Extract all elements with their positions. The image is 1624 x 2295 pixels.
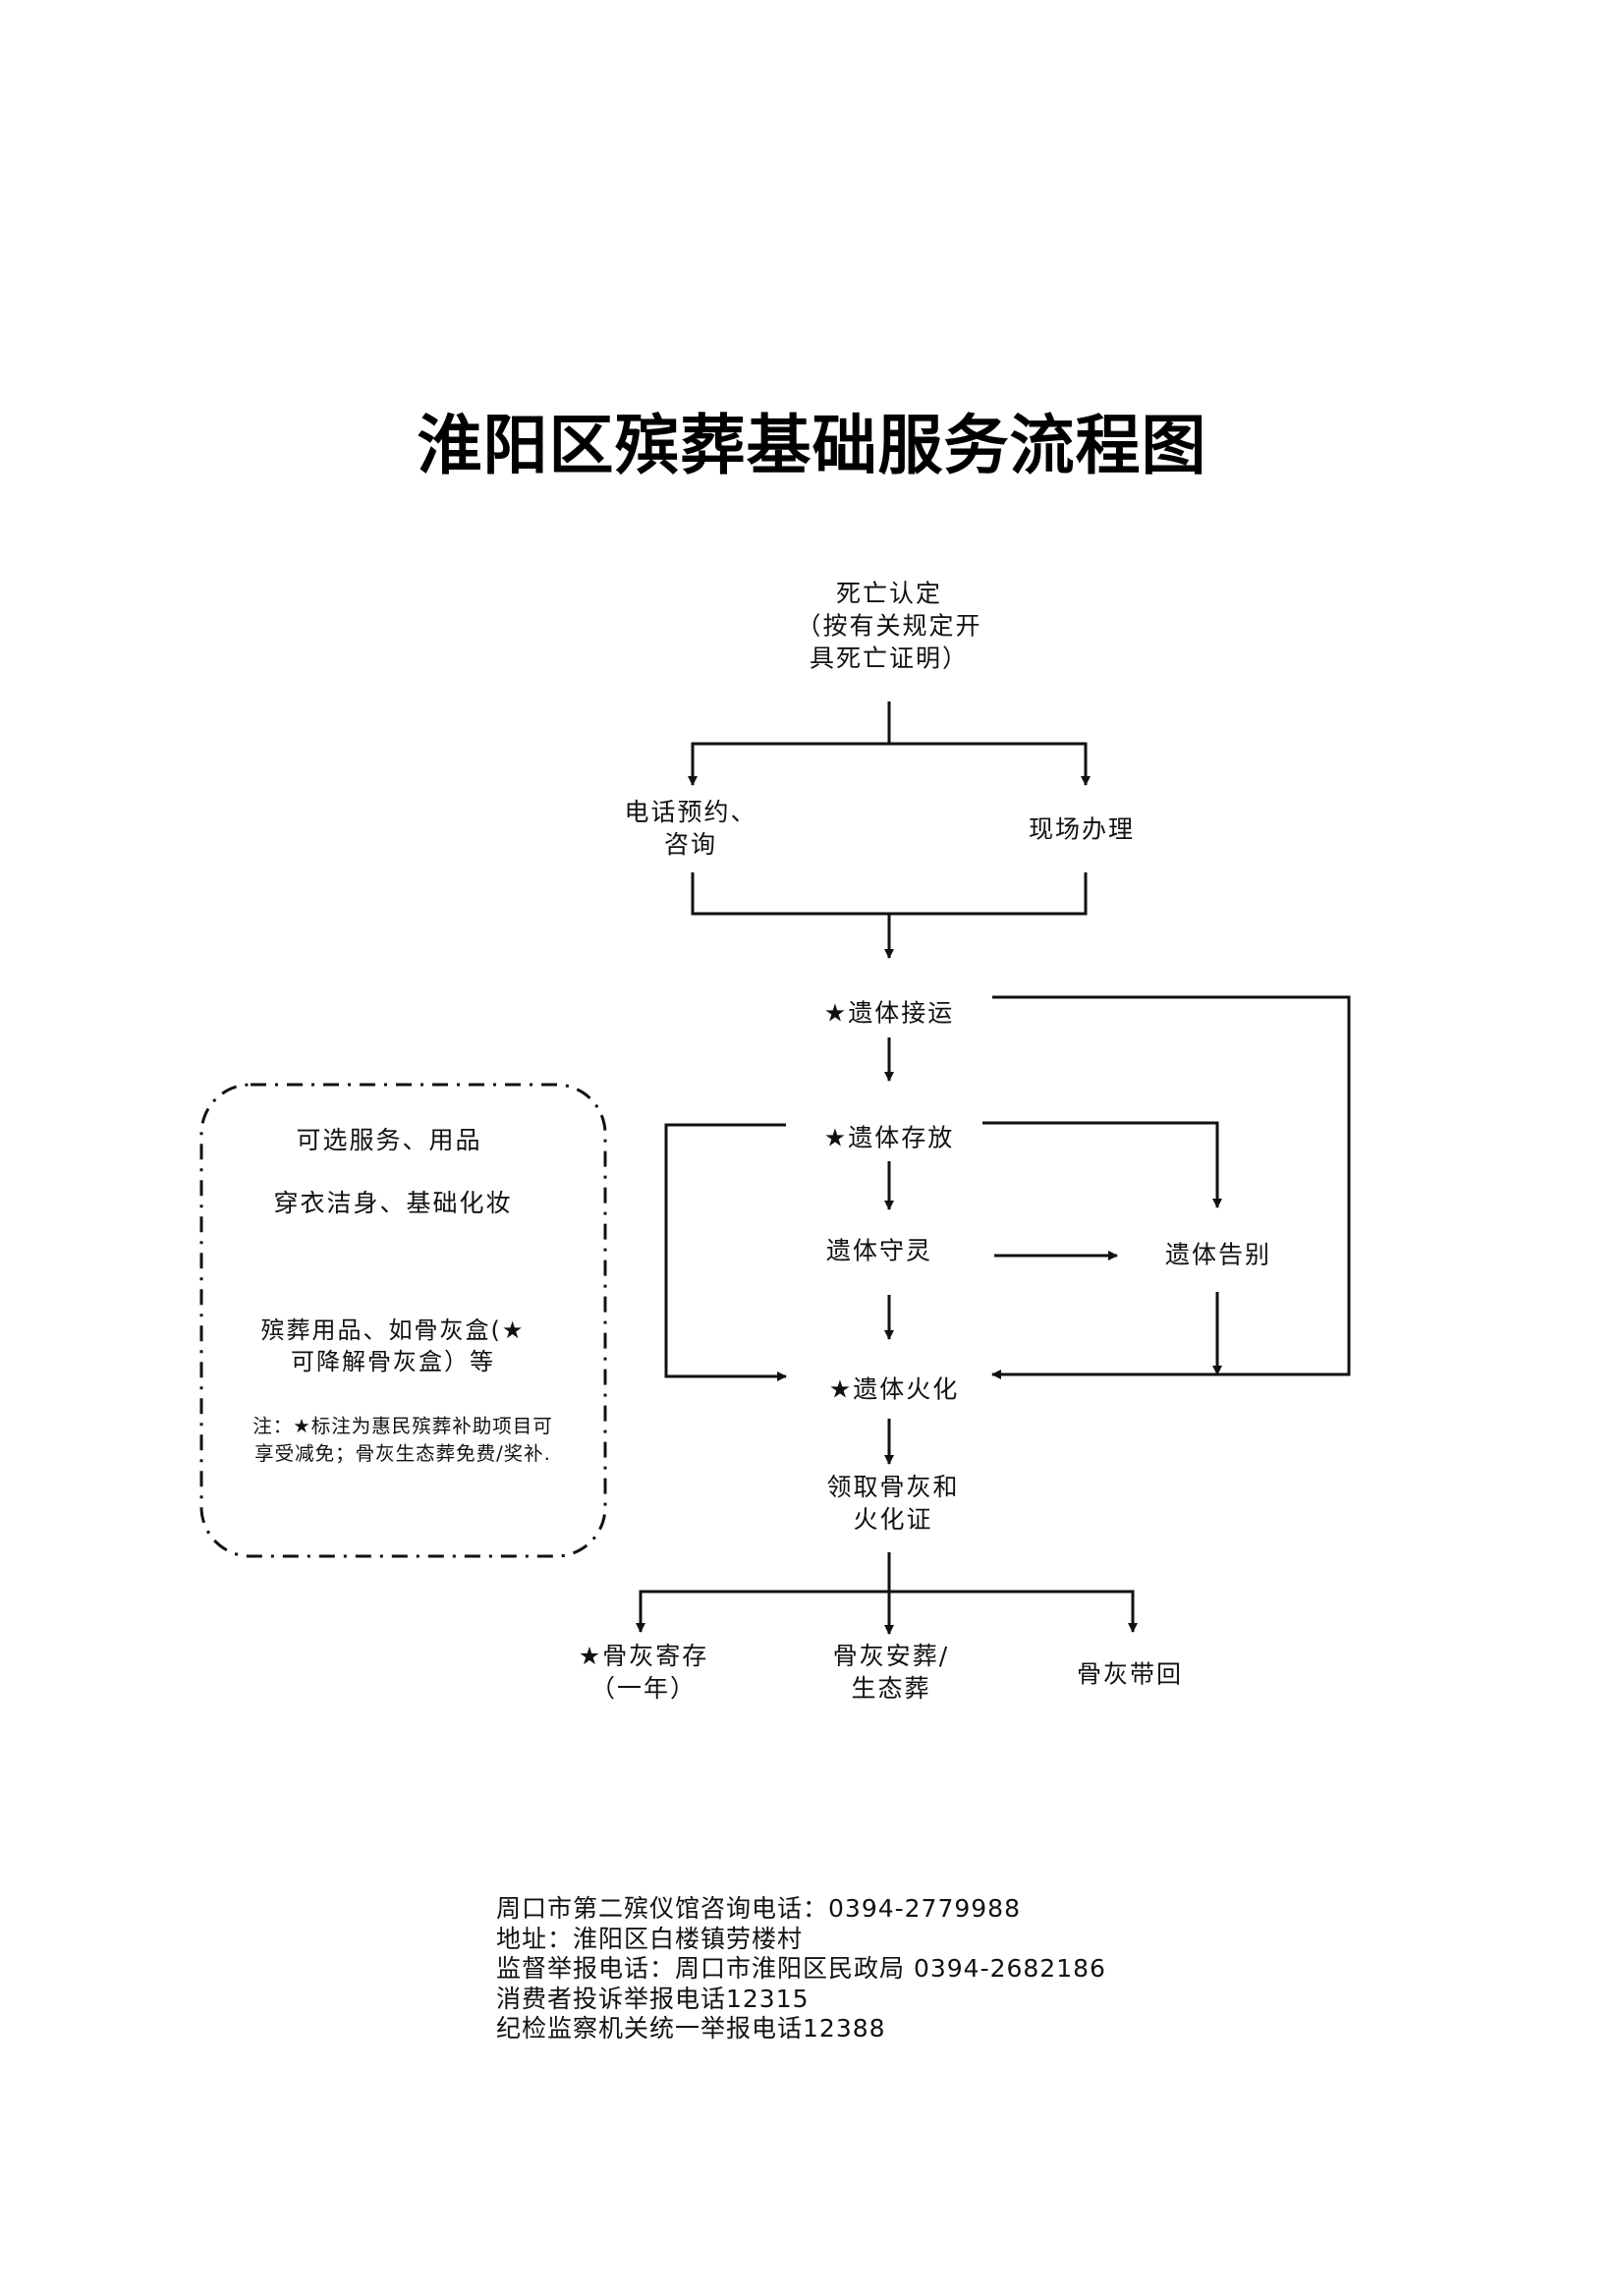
optional-heading: 可选服务、用品 <box>296 1126 482 1154</box>
footer-consumer-hotline: 消费者投诉举报电话12315 <box>496 1984 810 2013</box>
connector-pickup-loop <box>991 995 1351 1379</box>
node-death-confirm: 死亡认定 （按有关规定开 具死亡证明） <box>796 579 982 673</box>
node-phone-booking: 电话预约、 咨询 <box>624 798 757 859</box>
footer-consult-phone: 周口市第二殡仪馆咨询电话：0394-2779988 <box>496 1894 1021 1923</box>
node-onsite: 现场办理 <box>1028 814 1136 844</box>
connector-storage-farewell <box>982 1121 1222 1208</box>
connector-split-ash-takehome <box>889 1590 1138 1633</box>
page-title: 淮阳区殡葬基础服务流程图 <box>417 407 1207 483</box>
footer-supervision-phone: 监督举报电话：周口市淮阳区民政局 0394-2682186 <box>496 1954 1106 1983</box>
node-ash-burial: 骨灰安葬/ 生态葬 <box>832 1642 950 1703</box>
node-storage: ★遗体存放 <box>823 1123 955 1152</box>
node-cremation: ★遗体火化 <box>828 1374 960 1404</box>
connector-merge <box>691 872 1088 916</box>
connector-storage-left <box>664 1123 787 1381</box>
node-ash-storage: ★骨灰寄存 （一年） <box>578 1642 709 1703</box>
contact-footer: 周口市第二殡仪馆咨询电话：0394-2779988 地址：淮阳区白楼镇劳楼村 监… <box>496 1894 1106 2044</box>
optional-note: 注：★标注为惠民殡葬补助项目可 享受减免；骨灰生态葬免费/奖补. <box>252 1415 553 1465</box>
node-vigil: 遗体守灵 <box>825 1236 933 1265</box>
connector-split-left <box>688 742 889 786</box>
optional-supplies: 殡葬用品、如骨灰盒(★ 可降解骨灰盒）等 <box>260 1316 526 1375</box>
node-collect-ashes: 领取骨灰和 火化证 <box>826 1473 960 1534</box>
connector-split-right <box>889 742 1091 786</box>
optional-services-box <box>199 1083 607 1558</box>
optional-service: 穿衣洁身、基础化妆 <box>273 1189 513 1217</box>
node-ash-takehome: 骨灰带回 <box>1076 1659 1184 1689</box>
footer-discipline-hotline: 纪检监察机关统一举报电话12388 <box>496 2014 886 2043</box>
connector-split-ash-storage <box>636 1590 889 1633</box>
footer-address: 地址：淮阳区白楼镇劳楼村 <box>496 1924 804 1953</box>
node-farewell: 遗体告别 <box>1164 1240 1272 1269</box>
node-pickup: ★遗体接运 <box>823 998 955 1028</box>
